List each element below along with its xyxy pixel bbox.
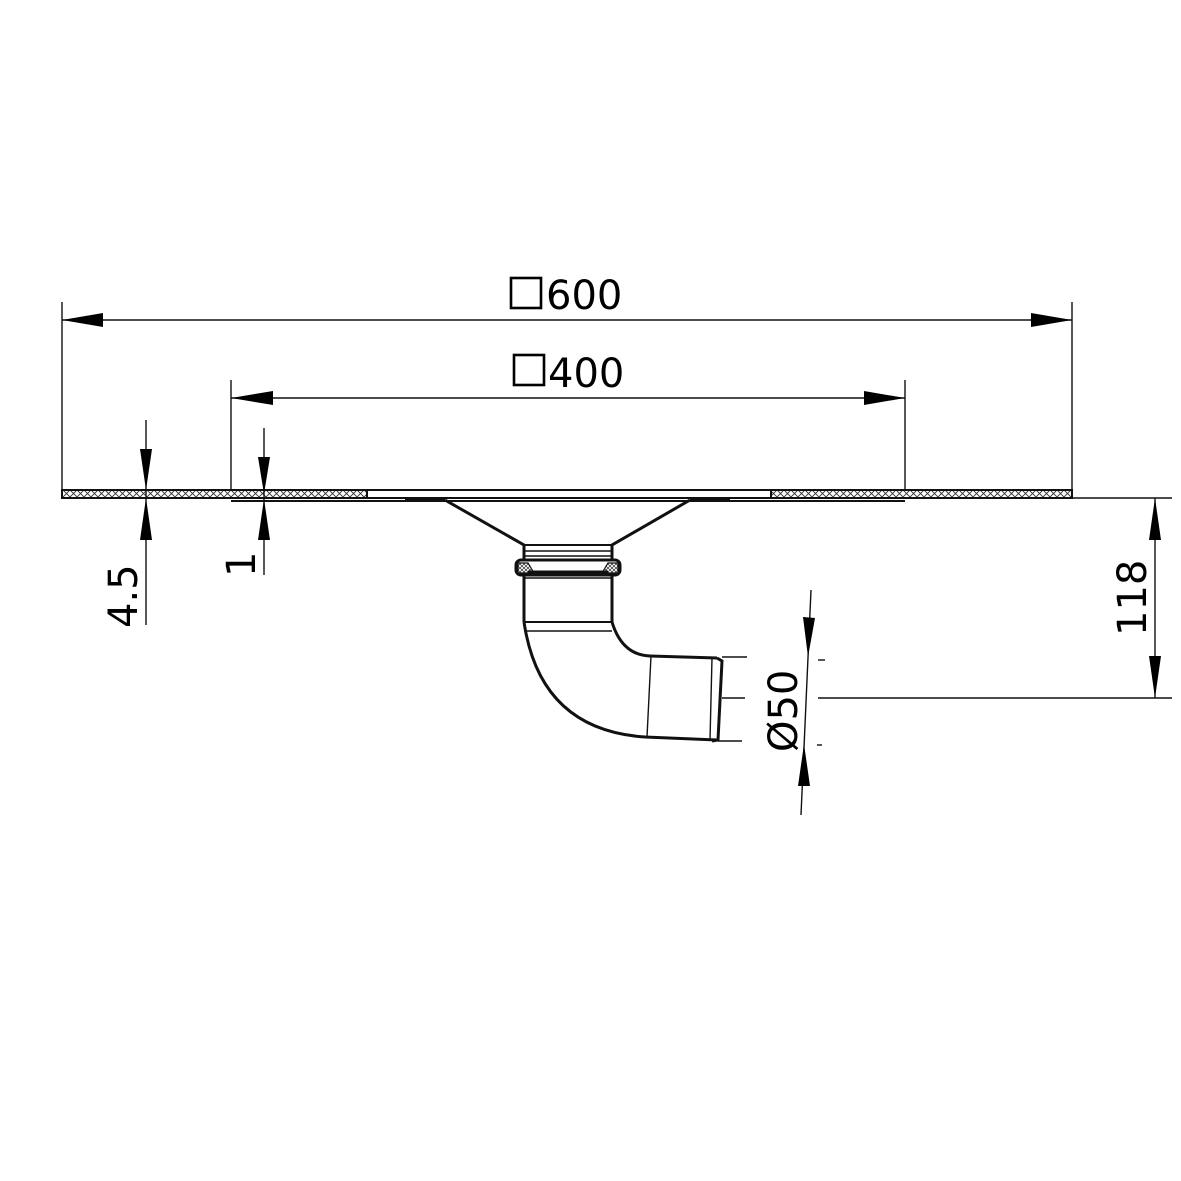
square-symbol-icon — [512, 353, 546, 387]
flange-thickness-value: 1 — [219, 552, 265, 577]
arrow-left-icon — [231, 391, 273, 405]
dimension-outlet-diameter: Ø50 — [761, 589, 825, 816]
dimension-membrane-thickness: 4.5 — [101, 420, 152, 628]
arrow-down-icon — [803, 617, 815, 657]
sealing-collar — [514, 558, 622, 577]
outer-width-value: 600 — [546, 273, 622, 319]
dimension-outlet-height: 118 — [818, 497, 1172, 699]
membrane-right — [770, 489, 1073, 499]
inner-width-value: 400 — [548, 351, 624, 397]
membrane-thickness-value: 4.5 — [101, 564, 147, 628]
funnel-right — [610, 498, 691, 565]
dimension-flange-thickness: 1 — [219, 428, 270, 577]
arrow-left-icon — [62, 313, 103, 327]
sealing-membrane — [61, 489, 1073, 499]
arrow-down-icon — [258, 457, 270, 494]
arrow-right-icon — [1031, 313, 1072, 327]
arrow-right-icon — [864, 391, 905, 405]
funnel-left — [444, 498, 526, 565]
outlet-joint — [646, 655, 652, 738]
elbow-inner-curve — [610, 621, 651, 658]
dimension-inner-width: 400 — [230, 351, 906, 495]
arrow-down-icon — [140, 449, 152, 490]
elbow-outlet — [522, 575, 747, 743]
arrow-up-icon — [798, 744, 810, 786]
arrow-down-icon — [1149, 656, 1161, 698]
arrow-up-icon — [258, 499, 270, 540]
outlet-end — [711, 656, 724, 743]
outlet-end-inner — [709, 657, 713, 741]
elbow-outer-curve — [522, 621, 646, 739]
drain-body — [231, 489, 905, 565]
arrow-up-icon — [1149, 498, 1161, 540]
outlet-top — [649, 654, 718, 660]
square-symbol-icon — [509, 276, 543, 310]
dimension-outer-width: 600 — [61, 273, 1073, 495]
outlet-height-value: 118 — [1110, 560, 1156, 636]
outlet-diameter-label: Ø50 — [761, 670, 807, 752]
membrane-left — [61, 489, 368, 499]
arrow-up-icon — [140, 498, 152, 540]
outlet-bottom — [644, 735, 718, 742]
